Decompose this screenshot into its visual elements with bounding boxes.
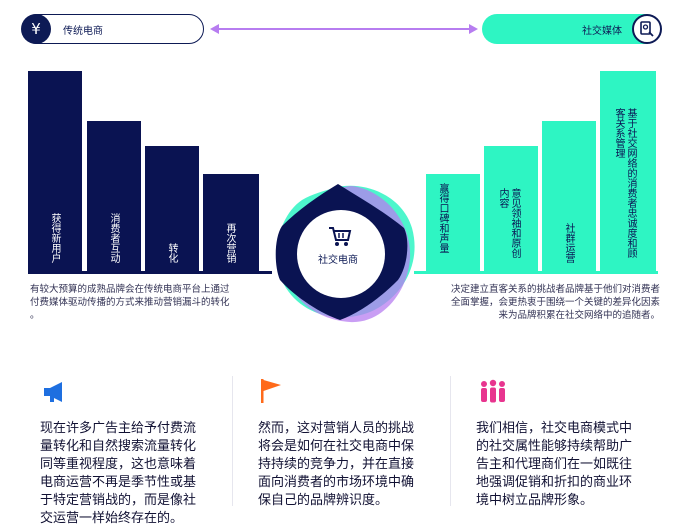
social-media-icon [632,14,662,44]
traditional-ecommerce-description: 有较大预算的成熟品牌会在传统电商平台上通过 付费媒体驱动传播的方式来推动营销漏斗… [30,284,230,321]
social-media-pill: 社交媒体 [482,14,662,44]
right-bar-4: 基于社交网络的消费者忠诚度和顾客关系管理 [600,71,656,271]
social-commerce-blob [275,184,415,323]
right-bar-2: 意见领袖和原创内容 [484,146,538,271]
social-commerce-label: 社交电商 [318,255,358,266]
column-divider [232,376,233,506]
shopping-cart-icon [329,227,352,246]
social-media-description: 决定建立直客关系的挑战者品牌基于他们对消费者 全面掌握，会更热衷于围绕一个关键的… [450,284,660,321]
advertising-insight-paragraph: 现在许多广告主给予付费流 量转化和自然搜索流量转化 同等重视程度，这也意味着 电… [40,421,197,526]
traditional-ecommerce-label: 传统电商 [63,25,103,37]
left-bar-4: 再次营销 [203,174,259,271]
people-icon [481,379,505,403]
traditional-ecommerce-pill: ¥ 传统电商 [21,14,204,44]
right-bar-3: 社群运营 [542,121,596,271]
right-bar-label: 社群运营 [563,223,574,263]
double-arrow-connector [210,24,478,34]
right-baseline [414,271,658,274]
column-divider [450,376,451,506]
challenge-paragraph: 然而，这对营销人员的挑战 将会是如何在社交电商中保 持持续的竞争力，并在直接 面… [258,421,415,508]
right-bar-label: 基于社交网络的消费者忠诚度和顾客关系管理 [613,108,636,258]
flag-icon [261,379,281,403]
right-bar-1: 赢得口碑和声量 [426,174,480,271]
left-bar-2: 消费者互动 [87,121,141,271]
right-bar-label: 赢得口碑和声量 [437,183,448,253]
belief-paragraph: 我们相信，社交电商模式中 的社交属性能够持续帮助广 告主和代理商们在一如既往 地… [476,421,633,508]
left-baseline [28,271,272,274]
left-bar-label: 获得新用户 [49,213,60,263]
left-bar-1: 获得新用户 [28,71,82,271]
right-bar-label: 意见领袖和原创内容 [497,188,520,258]
left-bar-3: 转化 [145,146,199,271]
left-bar-label: 转化 [166,243,177,263]
megaphone-icon [44,382,62,402]
left-bar-label: 再次营销 [224,223,235,263]
yen-icon: ¥ [21,14,51,44]
left-bar-label: 消费者互动 [108,213,119,263]
social-media-label: 社交媒体 [582,25,622,37]
